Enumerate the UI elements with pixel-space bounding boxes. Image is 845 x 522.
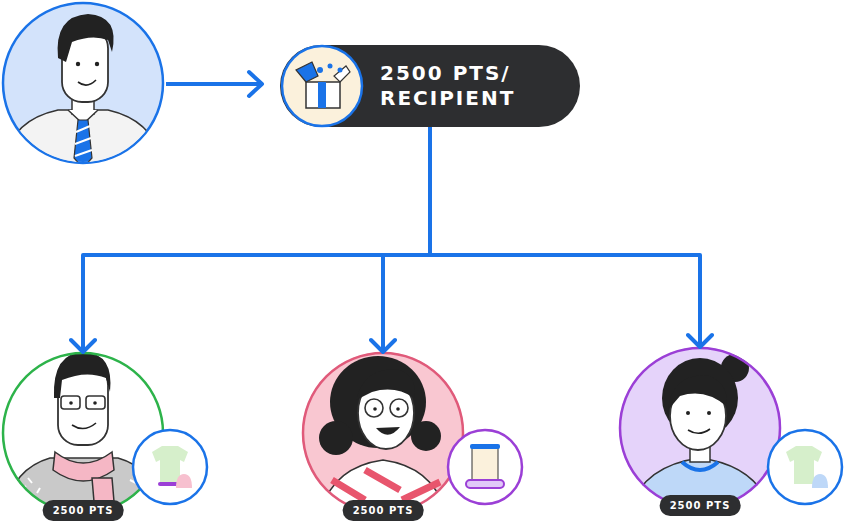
circle-outline [303, 353, 463, 513]
circle-outline [620, 348, 780, 508]
cup [812, 474, 828, 488]
flow-arrow [430, 127, 700, 347]
confetti [338, 68, 343, 73]
circle-outline [619, 347, 781, 509]
flow-arrow [83, 127, 430, 352]
eye [396, 407, 400, 411]
icon-circle [768, 430, 842, 504]
gift-icon [282, 46, 362, 126]
eye [686, 411, 690, 415]
confetti [317, 67, 323, 73]
glasses [365, 399, 383, 417]
recipient-avatar [302, 352, 464, 522]
fringe [668, 376, 727, 410]
hair [58, 14, 114, 62]
gift-flap [334, 66, 350, 82]
shirt-stripes [326, 470, 444, 520]
hair-curl [411, 421, 441, 451]
eye [707, 411, 711, 415]
points-badge: 2500 PTS [343, 500, 424, 521]
tie [74, 120, 92, 168]
circle-outline [302, 352, 464, 514]
mouth [376, 427, 400, 435]
scroll-top [470, 444, 500, 449]
eye [76, 62, 80, 66]
collar [682, 462, 718, 470]
icon-circle [133, 430, 207, 504]
hair-curl [319, 421, 353, 455]
glasses [86, 396, 105, 409]
points-badge: 2500 PTS [660, 495, 741, 516]
sender-arrow [166, 72, 262, 96]
scarf [53, 452, 114, 481]
scroll [158, 482, 182, 486]
gift-box [306, 82, 340, 108]
points-label: 2500 PTS/ RECIPIENT [380, 45, 555, 127]
reward-icon [448, 430, 522, 504]
icon-circle [448, 430, 522, 504]
hair [54, 352, 111, 398]
eye [95, 62, 99, 66]
sender-avatar [3, 3, 163, 175]
shirt [5, 110, 162, 175]
eye [373, 407, 377, 411]
glasses [61, 396, 80, 409]
circle-outline [2, 352, 164, 514]
eye [69, 401, 73, 405]
tshirt [152, 446, 188, 482]
tshirt [786, 446, 822, 484]
recipient-node: 2500 PTS [619, 347, 781, 509]
fringe [356, 369, 415, 400]
cup [176, 474, 192, 488]
reward-icon [768, 430, 842, 504]
sender-figure [5, 14, 162, 175]
gift-flap [296, 62, 318, 82]
smile [72, 423, 96, 429]
recipient-avatar [2, 352, 168, 522]
arrow-line [166, 82, 260, 86]
scroll-roll [466, 480, 504, 488]
glasses [390, 399, 408, 417]
smile [78, 80, 96, 85]
smile [688, 429, 710, 433]
gift-ribbon [318, 82, 326, 108]
recipient-avatar [619, 347, 781, 515]
circle-outline [3, 353, 163, 513]
shirt [628, 458, 772, 515]
points-badge: 2500 PTS [43, 500, 124, 521]
recipient-figure [2, 352, 168, 522]
recipient-node: 2500 PTS [2, 352, 164, 514]
arrow-head [249, 72, 262, 96]
recipient-node: 2500 PTS [302, 352, 464, 514]
eye [93, 401, 97, 405]
scroll-paper [472, 448, 498, 480]
shirt [318, 460, 448, 522]
points-pill: 2500 PTS/ RECIPIENT [280, 45, 580, 127]
recipient-figure [318, 356, 448, 522]
flow-arrow [383, 127, 430, 352]
confetti [328, 64, 333, 69]
reward-icon [133, 430, 207, 504]
tie-stripes [75, 126, 92, 156]
icon-circle [282, 46, 362, 126]
